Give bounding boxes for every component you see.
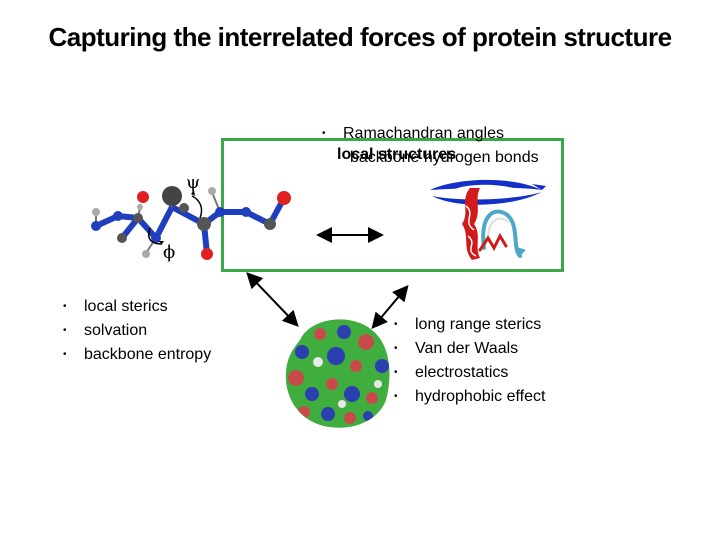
list-item: local sterics <box>63 295 211 319</box>
list-item: solvation <box>63 319 211 343</box>
phi-angle-label: ϕ <box>163 242 176 263</box>
list-item: hydrophobic effect <box>394 385 545 409</box>
arrow-local-to-tertiary-right <box>371 284 409 330</box>
list-item: long range sterics <box>394 313 545 337</box>
list-item: Ramachandran angles <box>322 122 504 146</box>
local-structures-label: local structures <box>337 146 457 163</box>
list-item: backbone entropy <box>63 343 211 367</box>
backbone-forces-list: local sterics solvation backbone entropy <box>63 295 211 367</box>
list-item: backbone hydrogen bonds <box>350 149 539 166</box>
arrow-local-to-tertiary-left <box>246 272 299 327</box>
tertiary-forces-list: long range sterics Van der Waals electro… <box>394 313 545 409</box>
list-item: Van der Waals <box>394 337 545 361</box>
slide-title: Capturing the interrelated forces of pro… <box>48 22 672 52</box>
list-item: electrostatics <box>394 361 545 385</box>
psi-angle-label: ψ <box>186 172 201 193</box>
local-structures-list: Ramachandran angles <box>322 122 504 146</box>
